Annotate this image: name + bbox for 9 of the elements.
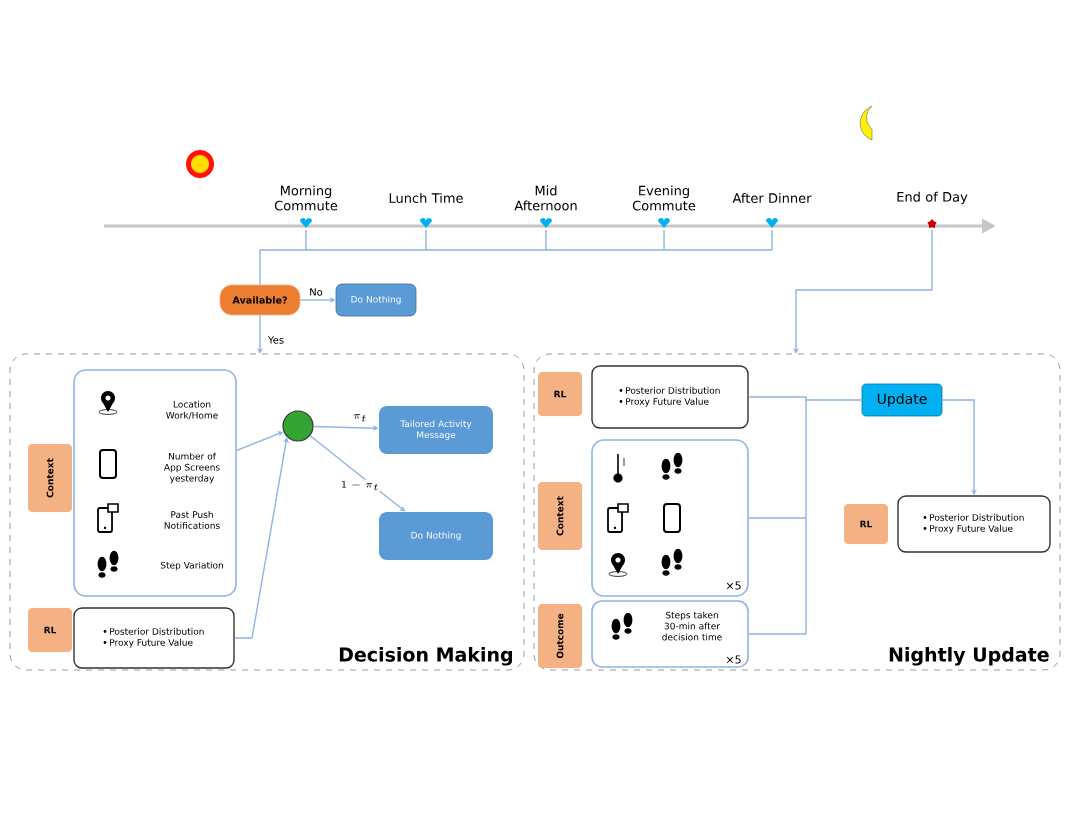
connector <box>234 437 289 639</box>
connector <box>748 396 863 635</box>
edge-label: $1-\pi_t$ <box>339 479 381 492</box>
panel-title: Decision Making <box>339 647 512 666</box>
panel-title: Nightly Update <box>889 647 1049 666</box>
connector <box>259 229 773 286</box>
connector <box>309 435 406 512</box>
edge-label: $\pi_t$ <box>351 413 369 423</box>
decision-circle <box>282 410 314 442</box>
